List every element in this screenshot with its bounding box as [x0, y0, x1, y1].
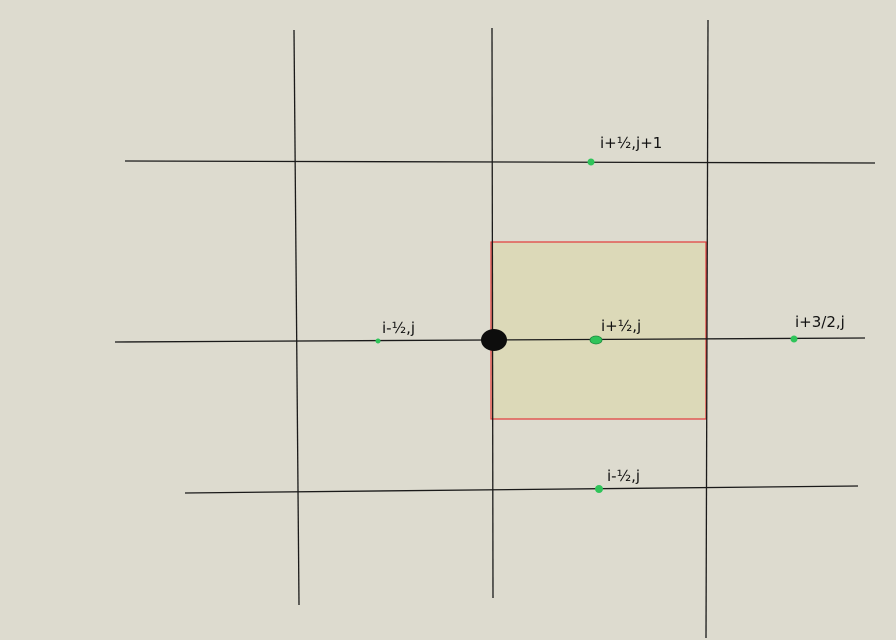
label-center: i+½,j — [601, 317, 641, 335]
highlighted-cell — [490, 241, 707, 420]
point-left — [375, 338, 381, 344]
point-center — [589, 335, 603, 345]
label-bottom: i-½,j — [607, 467, 640, 485]
grid-line-vertical-3 — [705, 19, 709, 639]
label-left: i-½,j — [382, 319, 415, 337]
label-right: i+3/2,j — [795, 313, 845, 331]
label-top: i+½,j+1 — [600, 134, 662, 152]
point-bottom — [595, 485, 603, 493]
point-right — [790, 335, 798, 343]
grid-line-vertical-2 — [491, 27, 494, 599]
grid-line-vertical-1 — [293, 29, 300, 606]
point-top — [587, 158, 595, 166]
grid-line-horizontal-1 — [124, 160, 876, 164]
grid-line-horizontal-3 — [184, 485, 859, 494]
center-blob — [481, 329, 507, 351]
